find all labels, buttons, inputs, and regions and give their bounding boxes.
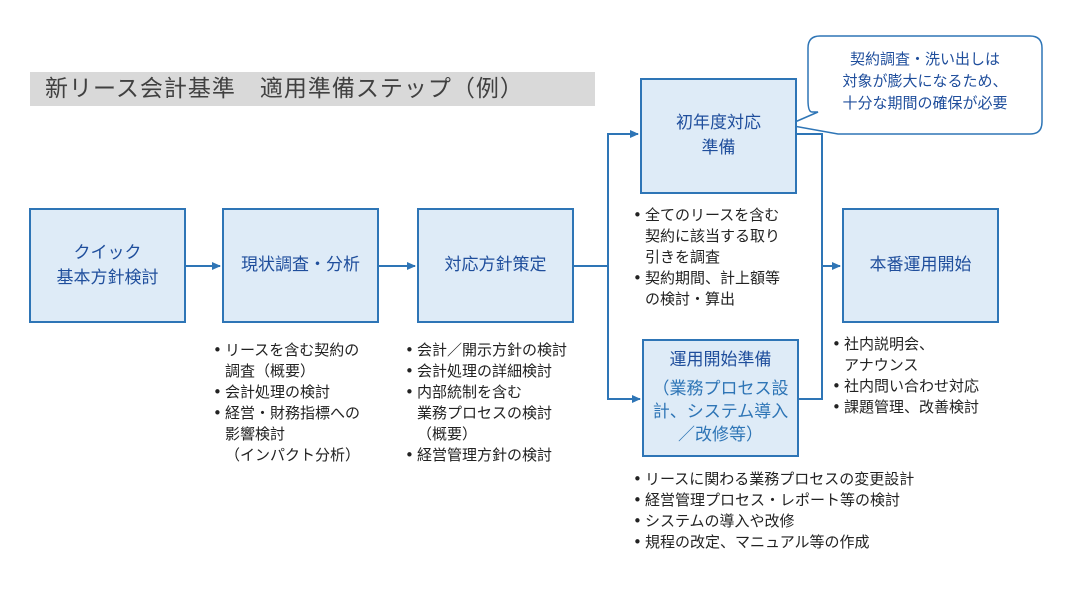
step-label: 基本方針検討 (56, 267, 159, 288)
callout-note: 契約調査・洗い出しは 対象が膨大になるため、 十分な期間の確保が必要 (812, 48, 1038, 114)
callout-bubble (785, 35, 1043, 135)
callout-line: 十分な期間の確保が必要 (842, 94, 1008, 112)
callout-line: 対象が膨大になるため、 (842, 72, 1008, 90)
note-item: 契約期間、計上額等 の検討・算出 (633, 268, 780, 310)
note-item: 経営管理プロセス・レポート等の検討 (633, 490, 914, 511)
note-item: 経営管理方針の検討 (405, 445, 567, 466)
step-first-year-prep[interactable]: 初年度対応 準備 (640, 78, 797, 194)
step-label: 現状調査・分析 (241, 255, 360, 275)
note-item: 会計処理の検討 (213, 382, 360, 403)
step-quick-basic-policy[interactable]: クイック 基本方針検討 (29, 208, 186, 323)
note-item: 社内説明会、 アナウンス (832, 334, 979, 376)
step-sublabel: ／改修等） (678, 425, 763, 445)
note-item: リースに関わる業務プロセスの変更設計 (633, 469, 914, 490)
note-item: 規程の改定、マニュアル等の作成 (633, 532, 914, 553)
step-response-policy[interactable]: 対応方針策定 (417, 208, 574, 323)
title-band (30, 72, 595, 106)
step-label: 本番運用開始 (869, 255, 972, 275)
notes-operation-start-prep: リースに関わる業務プロセスの変更設計 経営管理プロセス・レポート等の検討 システ… (633, 469, 914, 553)
step-label: 初年度対応 (676, 113, 761, 133)
note-item: 社内問い合わせ対応 (832, 376, 979, 397)
note-item: システムの導入や改修 (633, 511, 914, 532)
step-sublabel: （業務プロセス設 (652, 379, 789, 399)
arrow-policy-to-first-year (574, 130, 639, 267)
note-item: 全てのリースを含む 契約に該当する取り 引きを調査 (633, 205, 780, 268)
note-item: 経営・財務指標への 影響検討 （インパクト分析） (213, 403, 360, 466)
step-label: クイック (73, 242, 142, 263)
note-item: 課題管理、改善検討 (832, 397, 979, 418)
notes-production-start: 社内説明会、 アナウンス 社内問い合わせ対応 課題管理、改善検討 (832, 334, 979, 418)
note-item: 会計／開示方針の検討 (405, 340, 567, 361)
note-item: 内部統制を含む 業務プロセスの検討 （概要） (405, 382, 567, 445)
step-label: 準備 (701, 138, 736, 158)
note-item: リースを含む契約の 調査（概要） (213, 340, 360, 382)
arrow-ops-prep-to-production (799, 266, 823, 400)
note-item: 会計処理の詳細検討 (405, 361, 567, 382)
notes-current-survey: リースを含む契約の 調査（概要） 会計処理の検討 経営・財務指標への 影響検討 … (213, 340, 360, 466)
step-current-survey[interactable]: 現状調査・分析 (222, 208, 379, 323)
arrow-first-year-to-production (797, 133, 841, 270)
step-label: 対応方針策定 (444, 255, 547, 275)
notes-first-year-prep: 全てのリースを含む 契約に該当する取り 引きを調査 契約期間、計上額等 の検討・… (633, 205, 780, 310)
step-sublabel: 計、システム導入 (652, 402, 789, 422)
step-label: 運用開始準備 (669, 350, 772, 370)
step-operation-start-prep[interactable]: 運用開始準備 （業務プロセス設 計、システム導入 ／改修等） (642, 339, 799, 457)
callout-line: 契約調査・洗い出しは (849, 50, 1000, 68)
step-production-start[interactable]: 本番運用開始 (842, 208, 999, 323)
arrow-policy-to-ops-prep (607, 266, 641, 403)
page-title: 新リース会計基準 適用準備ステップ（例） (45, 76, 524, 102)
notes-response-policy: 会計／開示方針の検討 会計処理の詳細検討 内部統制を含む 業務プロセスの検討 （… (405, 340, 567, 466)
